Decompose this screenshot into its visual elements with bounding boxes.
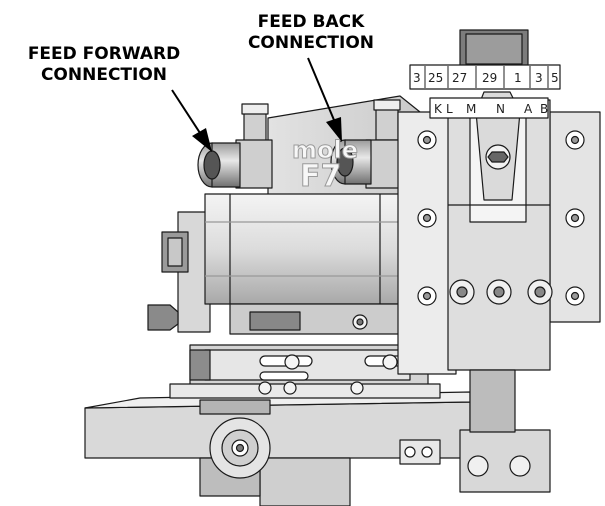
dial-knob-top xyxy=(465,33,523,65)
fitting-forward-stem xyxy=(243,109,267,143)
fitting-back-port-inner xyxy=(336,147,354,177)
dial-letter-3: M xyxy=(466,102,476,116)
arrow-back-line xyxy=(307,57,335,121)
shelf-screw-2 xyxy=(283,381,297,395)
cylinder-body xyxy=(204,193,406,305)
lower-right-screw-1 xyxy=(467,455,489,477)
dial-numbers xyxy=(424,66,549,88)
lower-stem xyxy=(469,369,516,433)
dial-number-3: 27 xyxy=(452,71,467,85)
lower-right-screw-2 xyxy=(509,455,531,477)
small-clamp-screw-1 xyxy=(404,446,416,458)
fitting-forward-cap xyxy=(241,103,269,115)
rod-screw-center xyxy=(356,318,364,326)
embossed-brand: mole xyxy=(292,136,358,164)
fitting-back-cap xyxy=(373,99,401,111)
feed-back-label-line-1: FEED BACK xyxy=(257,12,365,32)
embossed-model: F7 xyxy=(300,159,341,194)
dial-letter-6: B xyxy=(540,102,548,116)
bolt-row xyxy=(449,279,553,305)
shelf-screw-3 xyxy=(350,381,364,395)
dial-letter-2: L xyxy=(446,102,453,116)
dial-number-1: 3 xyxy=(413,71,421,85)
feed-back-label-line-2: CONNECTION xyxy=(247,33,375,53)
plate-holes xyxy=(417,130,585,306)
dial-letter-strip xyxy=(429,97,549,119)
carriage-shelf xyxy=(169,383,441,399)
dial-letter-5: A xyxy=(524,102,533,116)
dial-number-strip xyxy=(409,64,561,90)
arrow-forward-line xyxy=(171,89,201,134)
feed-forward-label-line-1: FEED FORWARD xyxy=(27,44,181,64)
feed-forward-label: FEED FORWARD CONNECTION xyxy=(4,44,204,86)
clamp-block xyxy=(189,349,211,381)
small-clamp-screw-2 xyxy=(421,446,433,458)
bearing-bore xyxy=(235,443,245,453)
slot-screw-2 xyxy=(382,354,398,370)
left-screw xyxy=(147,304,179,331)
shelf-screw-1 xyxy=(258,381,272,395)
arrow-back-head xyxy=(326,117,342,142)
front-bracket xyxy=(199,399,271,415)
lower-block xyxy=(259,457,351,506)
fitting-back-stem xyxy=(375,107,399,141)
left-cap-inner xyxy=(167,237,183,267)
right-plate xyxy=(397,111,457,375)
adjust-slot-3 xyxy=(259,371,309,381)
feed-forward-label-line-2: CONNECTION xyxy=(40,65,168,85)
dial-number-4: 29 xyxy=(482,71,497,85)
fitting-forward-body xyxy=(235,139,273,189)
dial-letter-1: K xyxy=(434,102,443,116)
fitting-back-tube xyxy=(344,139,372,185)
fitting-forward-port-inner xyxy=(203,150,221,180)
callout-arrows xyxy=(171,57,342,152)
dial-number-5: 1 xyxy=(514,71,522,85)
slot-screw-1 xyxy=(284,354,300,370)
dial-number-6: 3 xyxy=(535,71,543,85)
dial-number-2: 25 xyxy=(428,71,443,85)
rod-mount xyxy=(249,311,301,331)
dial-number-7: 5 xyxy=(551,71,559,85)
arrow-forward-head xyxy=(192,128,212,152)
feed-back-label: FEED BACK CONNECTION xyxy=(226,12,396,54)
dial-letter-4: N xyxy=(496,102,505,116)
cam-hex-socket xyxy=(487,151,509,163)
